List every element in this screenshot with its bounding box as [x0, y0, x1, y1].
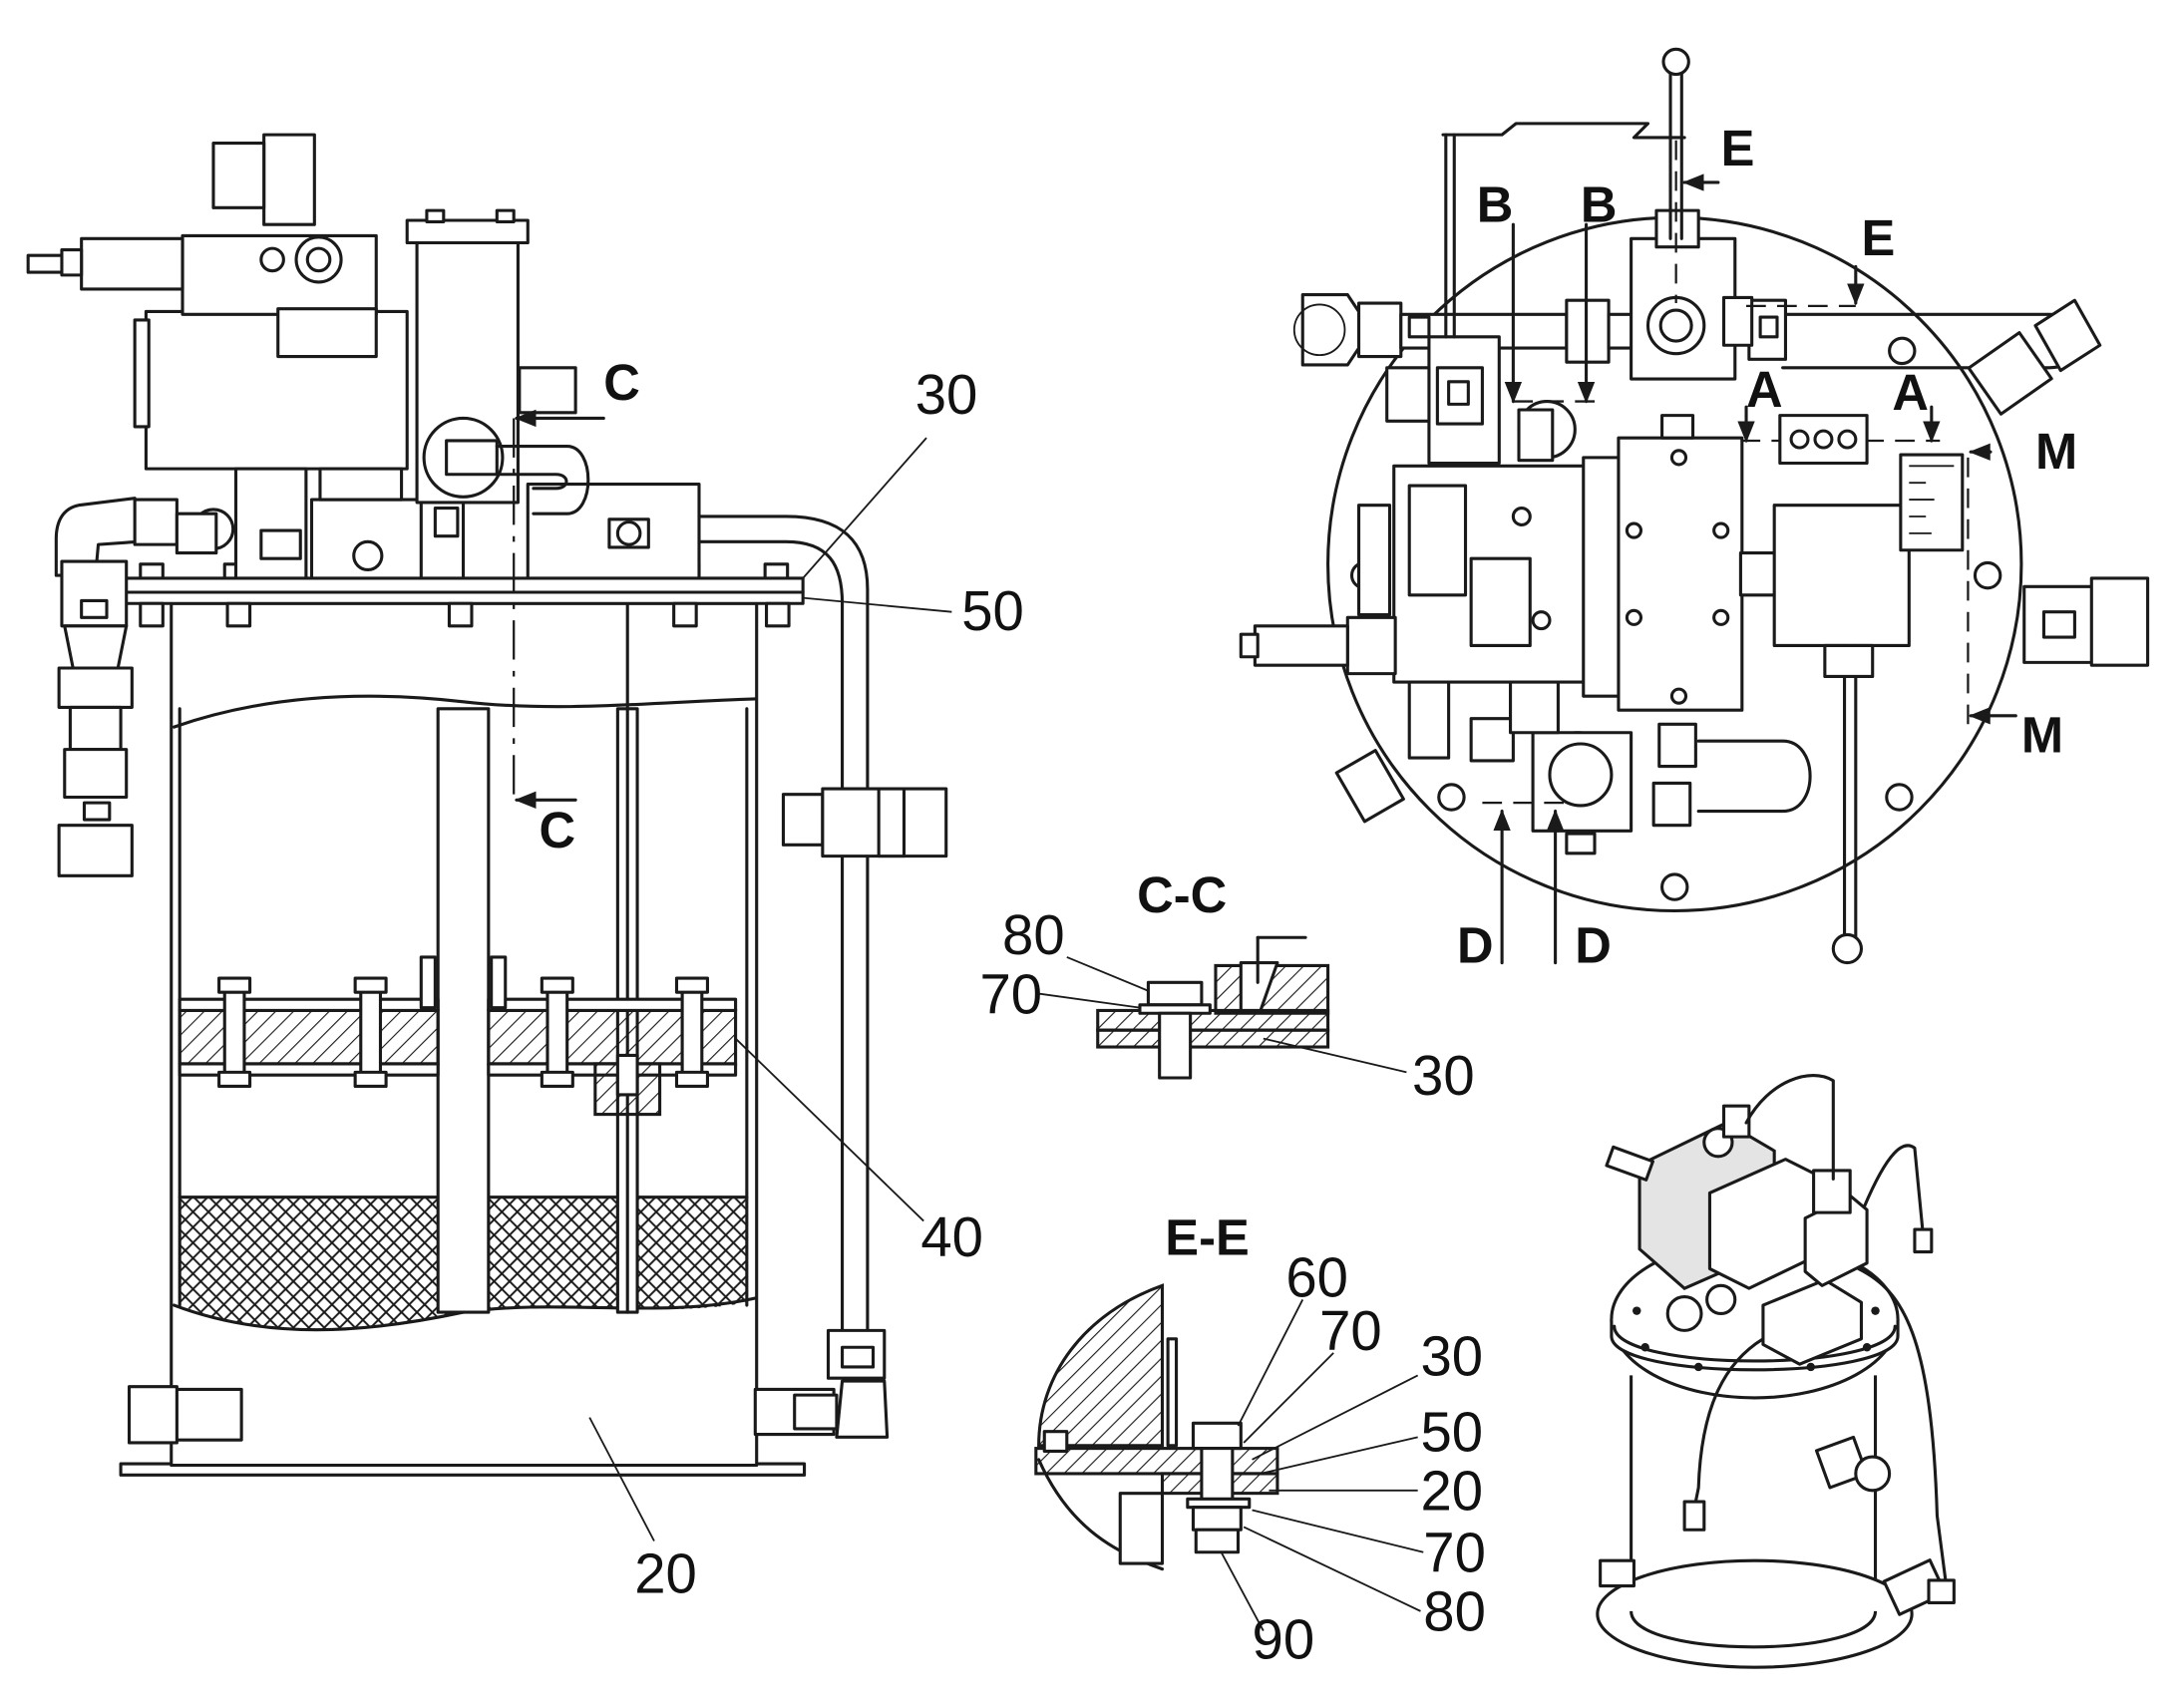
flange-holes — [1349, 336, 2002, 901]
callout-front-30: 30 — [915, 363, 978, 426]
section-c-c-detail: C-C 80 70 30 — [980, 866, 1475, 1107]
top-plan-view: B B E E A A M M D D — [1239, 47, 2150, 974]
top-cover-plate — [122, 576, 805, 594]
pump-housing — [1617, 436, 1744, 712]
cc-bolt-head — [1146, 980, 1204, 1007]
section-e-e-detail: E-E 60 70 30 50 20 70 80 90 — [1034, 1208, 1486, 1671]
plate-bolts — [217, 976, 709, 1088]
sensor-box — [1772, 504, 1911, 648]
callout-ee-80: 80 — [1423, 1580, 1486, 1643]
ee-housing — [1037, 1283, 1165, 1448]
section-mark-d-left: D — [1457, 917, 1494, 974]
return-pipe — [697, 514, 948, 1439]
iso-flange-bolts — [1633, 1306, 1880, 1372]
callout-ee-50: 50 — [1420, 1400, 1483, 1463]
section-mark-c-top: C — [603, 354, 640, 411]
callout-ee-70b: 70 — [1423, 1521, 1486, 1583]
ee-bolt-head — [1191, 1421, 1243, 1451]
callout-front-40: 40 — [920, 1205, 983, 1268]
section-mark-m-bottom: M — [2021, 706, 2063, 763]
callout-ee-30: 30 — [1420, 1324, 1483, 1387]
section-mark-e-top: E — [1721, 120, 1755, 176]
section-title-ee: E-E — [1165, 1208, 1249, 1265]
top-gasket — [122, 590, 805, 605]
section-title-cc: C-C — [1137, 866, 1227, 923]
outlet-nipple — [170, 1387, 243, 1442]
callout-front-20: 20 — [634, 1542, 697, 1605]
left-pipe-assembly — [54, 497, 302, 877]
section-mark-e-right: E — [1861, 209, 1895, 266]
support-plate — [178, 1008, 440, 1066]
section-mark-c-bottom: C — [540, 802, 576, 858]
gauge-plate — [1899, 453, 1965, 552]
callout-ee-60: 60 — [1285, 1246, 1348, 1309]
section-mark-d-right: D — [1575, 917, 1612, 974]
cc-gasket — [1096, 1008, 1330, 1032]
standpipe-left — [436, 707, 491, 1314]
callout-cc-80: 80 — [1002, 903, 1065, 966]
front-section-view: 30 50 40 20 C C — [26, 133, 1024, 1605]
callout-cc-30: 30 — [1412, 1044, 1475, 1107]
callout-ee-20: 20 — [1420, 1460, 1483, 1523]
section-mark-m-top: M — [2035, 423, 2077, 480]
callout-front-50: 50 — [961, 579, 1024, 642]
callout-cc-70: 70 — [980, 962, 1043, 1025]
cc-cover-plate — [1096, 1028, 1330, 1049]
gauge-plate-marks — [1909, 465, 1955, 534]
solenoid-coil — [262, 133, 316, 226]
isometric-view — [1596, 1074, 1956, 1669]
callout-ee-70a: 70 — [1319, 1299, 1382, 1362]
section-mark-b-left: B — [1477, 175, 1514, 232]
section-mark-a-right: A — [1892, 364, 1929, 421]
section-mark-a-left: A — [1746, 361, 1783, 418]
section-mark-b-right: B — [1581, 175, 1618, 232]
callout-ee-90: 90 — [1253, 1608, 1315, 1671]
